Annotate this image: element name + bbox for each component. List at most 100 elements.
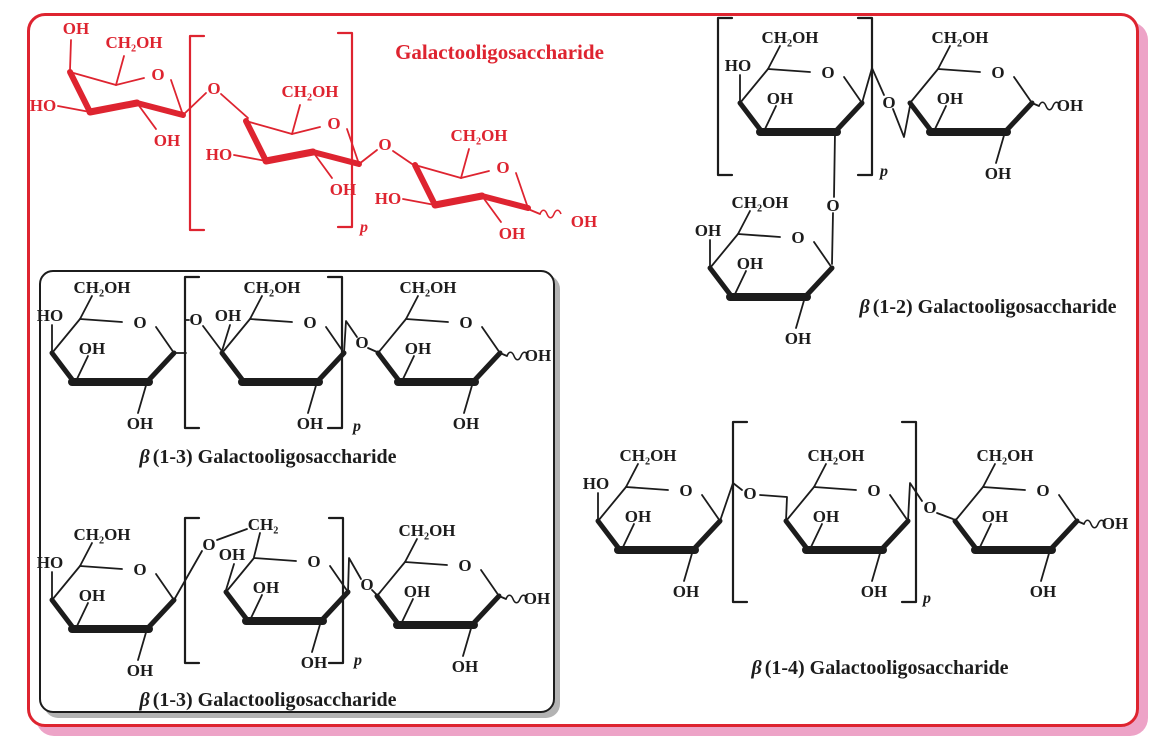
repeat-subscript-p: p bbox=[921, 590, 931, 607]
atom-label-oh: OH bbox=[219, 545, 245, 564]
bond bbox=[527, 208, 541, 215]
bond bbox=[358, 149, 378, 165]
bond bbox=[1047, 518, 1080, 553]
atom-label-ch2oh: CH₂OH bbox=[398, 521, 455, 540]
bond bbox=[709, 233, 739, 269]
bond bbox=[683, 549, 694, 582]
bond bbox=[785, 486, 815, 522]
atom-label-oh: OH bbox=[405, 339, 431, 358]
bond bbox=[982, 486, 1026, 491]
bond bbox=[67, 69, 93, 115]
bond bbox=[57, 105, 91, 113]
bond bbox=[833, 131, 836, 198]
atom-label-oh: OH bbox=[79, 339, 105, 358]
bond bbox=[170, 79, 184, 116]
atom-label-oh: OH bbox=[1102, 514, 1128, 533]
atom-label-oh: OH bbox=[127, 414, 153, 433]
bond bbox=[810, 523, 823, 548]
bond bbox=[225, 563, 235, 591]
bond bbox=[347, 557, 362, 593]
bond bbox=[86, 99, 141, 116]
glycosidic-oxygen: O bbox=[189, 310, 202, 329]
bond bbox=[223, 589, 251, 624]
anomeric-wavy-bond bbox=[506, 351, 529, 361]
bond bbox=[374, 593, 402, 628]
bond bbox=[392, 150, 416, 167]
bond bbox=[595, 518, 623, 553]
bond bbox=[253, 557, 297, 562]
glycosidic-oxygen: O bbox=[355, 333, 368, 352]
title-beta-symbol: β bbox=[859, 296, 870, 318]
title-text: Galactooligosaccharide bbox=[395, 40, 604, 64]
bond bbox=[250, 594, 263, 619]
bond bbox=[813, 486, 857, 491]
bond bbox=[498, 595, 507, 600]
title-text: (1-3) Galactooligosaccharide bbox=[152, 446, 397, 468]
repeat-bracket bbox=[326, 275, 344, 430]
bond bbox=[479, 193, 531, 211]
bond bbox=[1058, 494, 1078, 522]
bond bbox=[412, 162, 438, 208]
bond bbox=[402, 198, 436, 206]
atom-label-oh: OH bbox=[525, 346, 551, 365]
bond bbox=[155, 573, 175, 601]
bond bbox=[134, 100, 186, 118]
atom-label-oh: OH bbox=[813, 507, 839, 526]
bond bbox=[431, 192, 486, 209]
atom-label-ho: HO bbox=[725, 56, 751, 75]
bond bbox=[76, 355, 89, 380]
atom-label-ch2oh: CH₂OH bbox=[73, 525, 130, 544]
bond bbox=[79, 542, 93, 567]
bond bbox=[499, 352, 508, 357]
bond bbox=[115, 55, 125, 86]
bond bbox=[376, 561, 406, 597]
bond bbox=[182, 92, 207, 116]
bond bbox=[737, 100, 765, 135]
atom-label-oh: OH bbox=[1030, 582, 1056, 601]
atom-label-oh: OH bbox=[452, 657, 478, 676]
anomeric-wavy-bond bbox=[1038, 101, 1061, 111]
atom-label-o: O bbox=[791, 228, 804, 247]
atom-label-oh: OH bbox=[127, 661, 153, 680]
bond bbox=[481, 195, 502, 223]
atom-label-o: O bbox=[496, 158, 509, 177]
bond bbox=[173, 550, 203, 601]
bond bbox=[701, 494, 721, 522]
repeat-bracket bbox=[183, 516, 201, 665]
bond bbox=[219, 350, 247, 385]
bond bbox=[314, 350, 347, 385]
bond bbox=[249, 295, 263, 320]
bond bbox=[414, 164, 462, 179]
bond bbox=[469, 593, 502, 628]
atom-label-o: O bbox=[133, 560, 146, 579]
bond bbox=[401, 598, 414, 623]
bond bbox=[843, 76, 863, 104]
bond bbox=[404, 538, 418, 563]
bond bbox=[764, 105, 777, 130]
atom-label-oh: OH bbox=[785, 329, 811, 348]
title-beta-symbol: β bbox=[139, 689, 150, 711]
atom-label-oh: OH bbox=[453, 414, 479, 433]
atom-label-o: O bbox=[151, 65, 164, 84]
bond bbox=[1031, 102, 1040, 107]
title-beta-1-2: β(1-2) Galactooligosaccharide bbox=[798, 295, 1164, 319]
title-beta-symbol: β bbox=[751, 657, 762, 679]
bond bbox=[625, 463, 639, 488]
atom-label-oh: OH bbox=[253, 578, 279, 597]
repeat-subscript-p: p bbox=[358, 219, 368, 236]
bond bbox=[76, 602, 89, 627]
repeat-bracket bbox=[188, 34, 206, 232]
bond bbox=[462, 624, 473, 657]
bond bbox=[936, 512, 954, 520]
bond bbox=[1040, 549, 1051, 582]
repeat-subscript-p: p bbox=[351, 418, 361, 435]
bond bbox=[719, 482, 743, 522]
atom-label-o: O bbox=[821, 63, 834, 82]
bond bbox=[1076, 520, 1085, 525]
bond bbox=[243, 118, 269, 164]
bond bbox=[734, 270, 747, 295]
bond bbox=[307, 381, 318, 414]
repeat-subscript-p: p bbox=[352, 652, 362, 669]
